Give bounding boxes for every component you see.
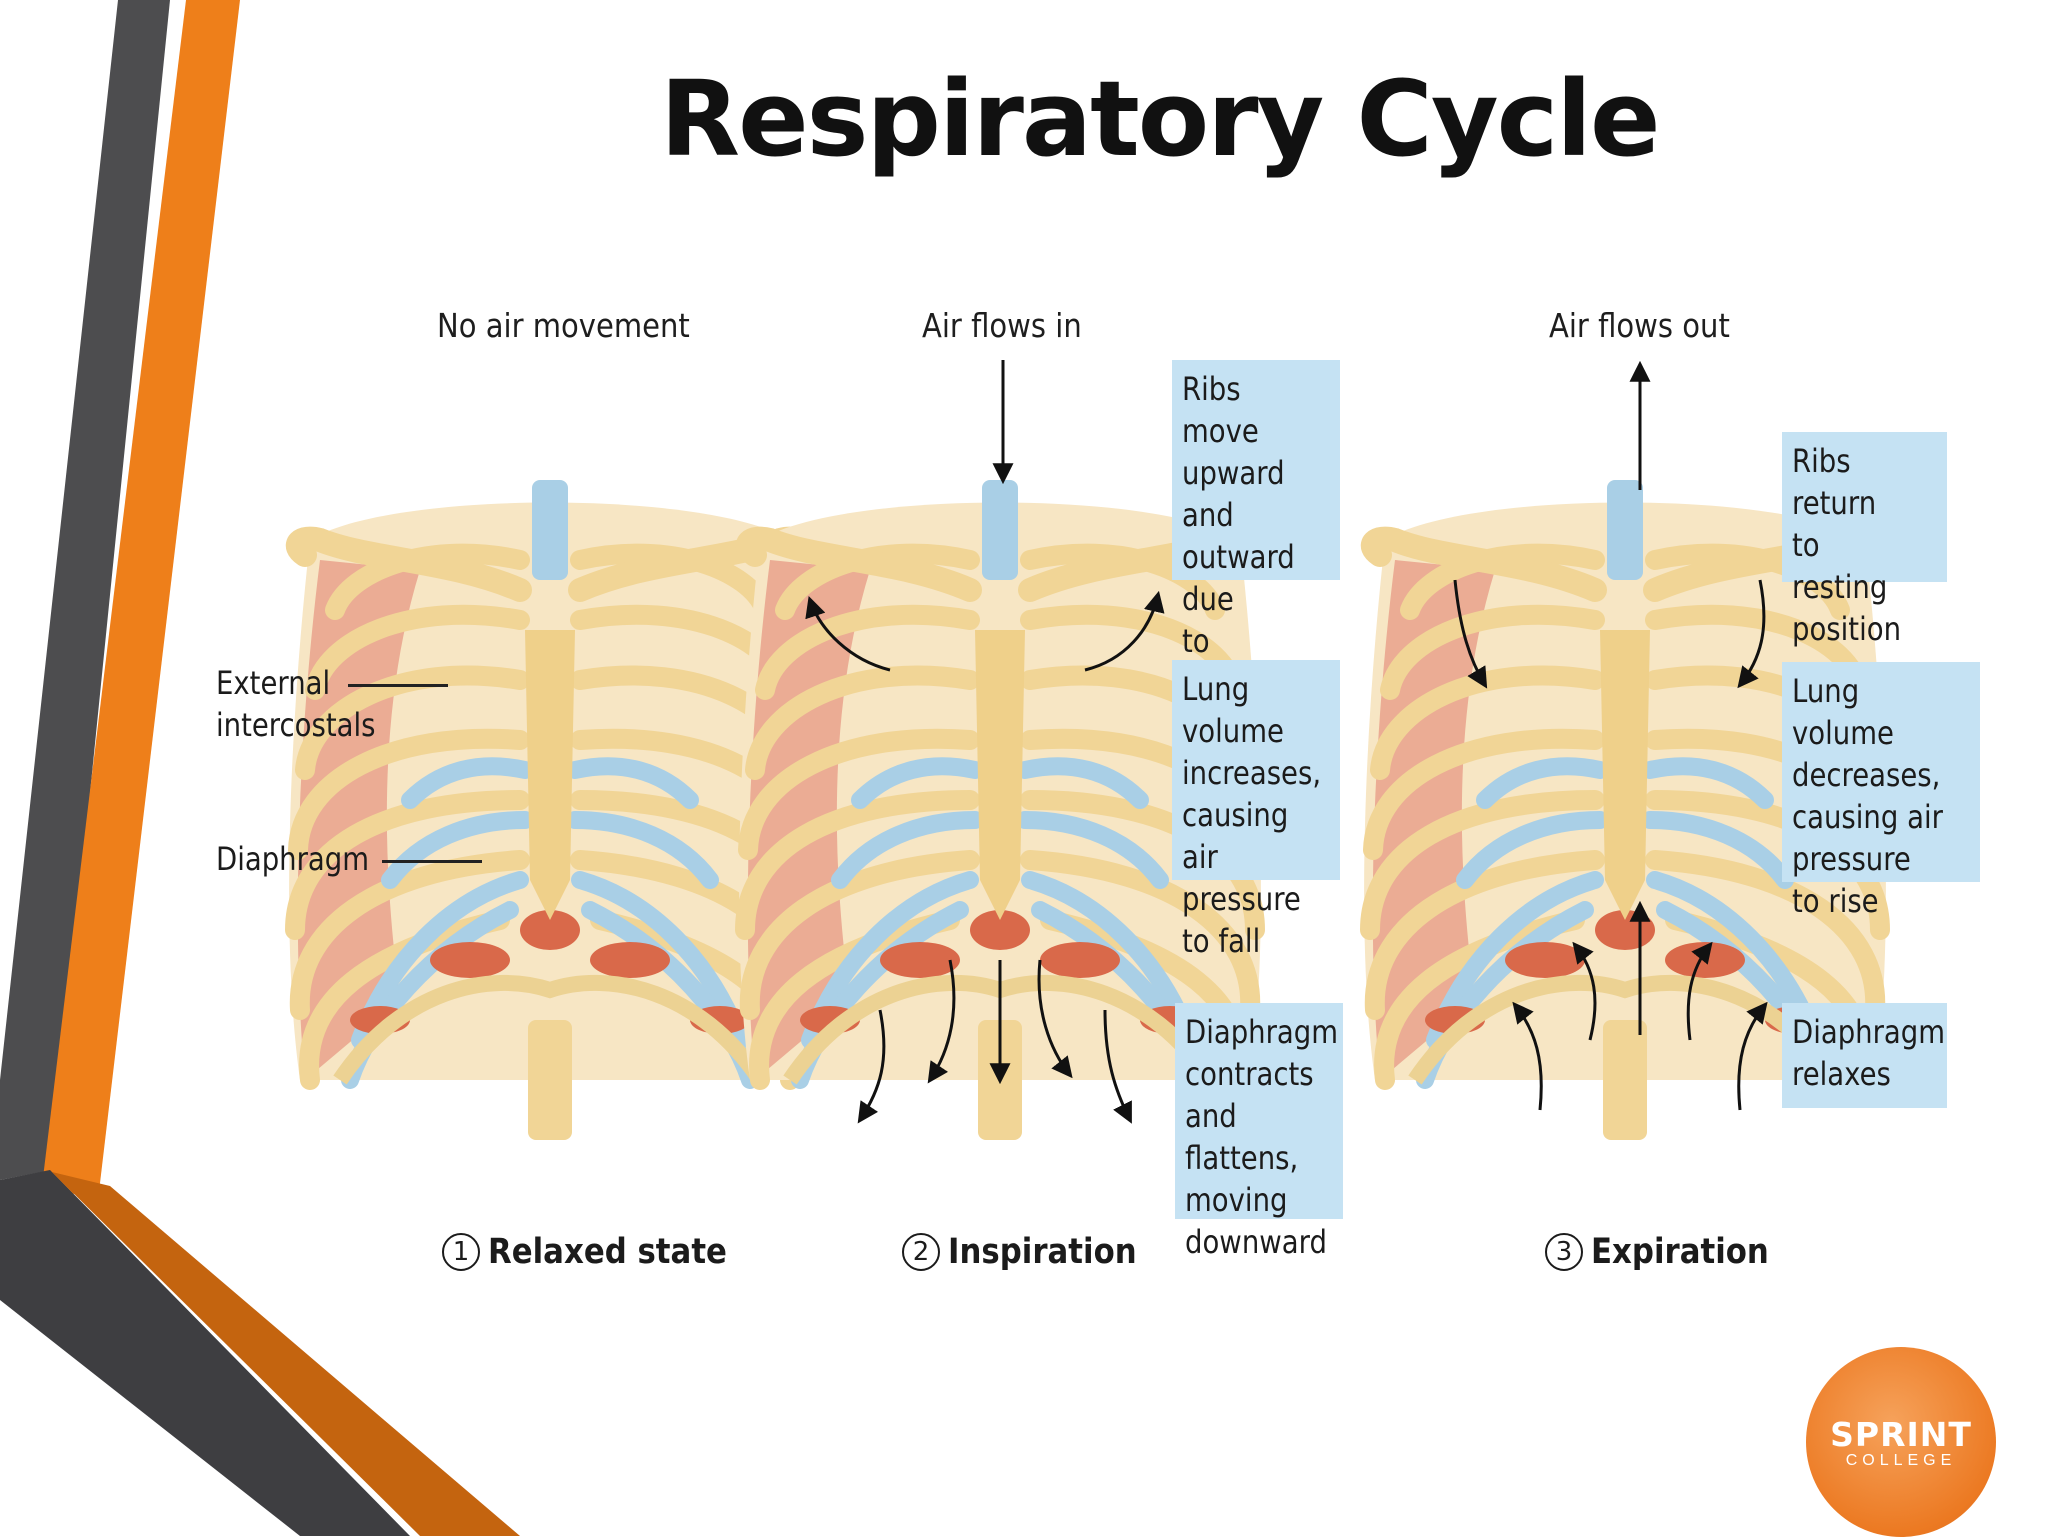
label-diaphragm: Diaphragm [216, 840, 370, 878]
ribcage-relaxed [289, 480, 811, 1140]
leader-external-intercostals [348, 684, 448, 687]
caption-air-flows-out: Air flows out [1549, 306, 1730, 345]
gray-stripe [0, 0, 170, 1180]
slide-title: Respiratory Cycle [660, 58, 1660, 180]
rib-return-arrow-left [1453, 579, 1488, 689]
diaphragm-up-arrow-3 [1686, 941, 1713, 1041]
step-label-relaxed: Relaxed state [488, 1232, 727, 1272]
callout-lung-volume-decreases: Lung volume decreases, causing air press… [1782, 662, 1980, 920]
logo-line2: COLLEGE [1845, 1451, 1957, 1469]
bottom-orange-band [52, 1172, 520, 1536]
diaphragm-up-arrow-4 [1512, 1001, 1543, 1111]
diaphragm-down-arrow-3 [1037, 959, 1073, 1079]
step-relaxed-state: 1 Relaxed state [442, 1232, 760, 1272]
diaphragm-up-arrow-5 [1737, 1001, 1768, 1111]
callout-lung-volume-increases: Lung volume increases, causing air press… [1172, 660, 1340, 960]
step-label-expiration: Expiration [1591, 1232, 1769, 1272]
caption-air-flows-in: Air flows in [922, 306, 1082, 345]
rib-return-arrow-right [1737, 579, 1766, 689]
rib-out-arrow-right [1084, 590, 1165, 672]
diaphragm-down-arrow-4 [857, 1009, 886, 1124]
callout-diaphragm-relaxes: Diaphragm relaxes [1782, 1003, 1947, 1108]
step-number-1: 1 [442, 1233, 480, 1271]
diaphragm-up-arrow-2 [1572, 941, 1597, 1041]
callout-ribs-return: Ribs return to resting position [1782, 432, 1947, 648]
sprint-college-logo: SPRINT COLLEGE [1806, 1347, 1996, 1537]
orange-stripe [42, 0, 240, 1200]
step-number-2: 2 [902, 1233, 940, 1271]
step-number-3: 3 [1545, 1233, 1583, 1271]
diaphragm-down-arrow-5 [1103, 1009, 1132, 1124]
bottom-gray-band [0, 1170, 410, 1536]
rib-out-arrow-left [805, 596, 891, 672]
step-label-inspiration: Inspiration [948, 1232, 1137, 1272]
label-external-intercostals: External intercostals [216, 664, 376, 744]
step-expiration: 3 Expiration [1545, 1232, 1793, 1272]
logo-line1: SPRINT [1830, 1414, 1972, 1454]
callout-ribs-move: Ribs move upward and outward due to musc… [1172, 360, 1340, 744]
callout-diaphragm-contracts: Diaphragm contracts and flattens, moving… [1175, 1003, 1343, 1261]
step-inspiration: 2 Inspiration [902, 1232, 1162, 1272]
diaphragm-down-arrow-2 [927, 959, 956, 1084]
caption-no-air-movement: No air movement [437, 306, 690, 345]
leader-diaphragm [382, 860, 482, 863]
